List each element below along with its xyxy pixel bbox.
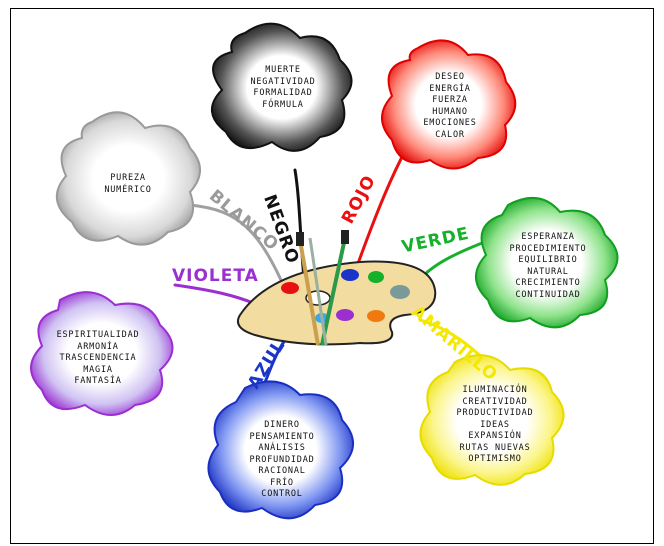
brush-tip-1 [296, 232, 304, 246]
item-azul: DINERO [264, 420, 300, 430]
item-amarillo: CREATIVIDAD [462, 396, 528, 407]
paint-orange [367, 310, 385, 322]
cloud-rojo [381, 39, 517, 170]
connector-violeta [173, 283, 260, 307]
cloud-text-rojo: DESEO ENERGÍA FUERZA HUMANO EMOCIONES CA… [423, 72, 476, 141]
brush-1 [298, 239, 320, 346]
item-azul: FRÍO [270, 477, 294, 488]
item-violeta: TRASCENDENCIA [59, 353, 137, 363]
paint-green [368, 271, 384, 283]
item-azul: ANÁLISIS [258, 443, 306, 453]
cloud-azul [207, 380, 354, 520]
cloud-amarillo [419, 354, 565, 486]
cloud-text-amarillo: ILUMINACIÓN CREATIVIDAD PRODUCTIVIDAD ID… [457, 385, 534, 466]
paint-red [281, 282, 299, 294]
brush-3 [308, 237, 328, 346]
item-verde: EQUILIBRIO [518, 255, 578, 265]
label-violeta: VIOLETA [172, 266, 259, 286]
item-rojo: DESEO [435, 72, 465, 82]
item-blanco: NUMÉRICO [104, 184, 152, 195]
palette [236, 260, 437, 346]
item-amarillo: RUTAS NUEVAS [459, 442, 531, 453]
cloud-text-violeta: ESPIRITUALIDAD ARMONÍA TRASCENDENCIA MAG… [57, 330, 140, 388]
cloud-text-blanco: PUREZA NUMÉRICO [104, 173, 151, 196]
item-verde: PROCEDIMIENTO [509, 243, 587, 254]
cloud-text-azul: DINERO PENSAMIENTO ANÁLISIS PROFUNDIDAD … [249, 420, 314, 501]
item-violeta: ARMONÍA [77, 341, 119, 352]
cloud-violeta [30, 291, 174, 416]
cloud-text-negro: MUERTE NEGATIVIDAD FORMALIDAD FÓRMULA [250, 65, 315, 111]
item-azul: PROFUNDIDAD [249, 454, 315, 465]
brush-tip-2 [341, 230, 349, 244]
cloud-text-verde: ESPERANZA PROCEDIMIENTO EQUILIBRIO NATUR… [510, 232, 587, 301]
cloud-verde [475, 197, 619, 329]
item-azul: PENSAMIENTO [249, 431, 315, 442]
item-rojo: FUERZA [432, 95, 468, 105]
brush-2 [320, 237, 347, 346]
item-negro: NEGATIVIDAD [250, 76, 316, 87]
item-negro: FORMALIDAD [253, 88, 313, 98]
paint-gray [390, 285, 410, 299]
palette-illustration [236, 230, 437, 346]
item-rojo: HUMANO [432, 106, 468, 117]
cloud-negro [211, 22, 353, 152]
item-rojo: EMOCIONES [423, 118, 477, 128]
item-verde: NATURAL [527, 266, 569, 277]
paint-blue-top [341, 269, 359, 281]
item-violeta: FANTASÍA [74, 376, 122, 386]
item-negro: MUERTE [265, 65, 301, 75]
cloud-blanco [56, 111, 201, 246]
item-amarillo: OPTIMISMO [468, 454, 522, 464]
item-blanco: PUREZA [110, 173, 146, 183]
item-amarillo: EXPANSIÓN [468, 431, 522, 441]
item-azul: CONTROL [261, 489, 303, 499]
item-verde: ESPERANZA [521, 232, 575, 242]
item-amarillo: IDEAS [480, 419, 510, 430]
item-amarillo: ILUMINACIÓN [462, 385, 528, 395]
item-verde: CONTINUIDAD [515, 289, 581, 300]
item-azul: RACIONAL [258, 466, 306, 476]
item-violeta: ESPIRITUALIDAD [56, 330, 140, 340]
item-violeta: MAGIA [83, 364, 113, 375]
item-negro: FÓRMULA [262, 99, 304, 110]
item-rojo: ENERGÍA [429, 83, 471, 94]
item-amarillo: PRODUCTIVIDAD [456, 408, 534, 418]
item-rojo: CALOR [435, 129, 465, 140]
item-verde: CRECIMIENTO [515, 278, 581, 288]
connector-blanco [188, 203, 292, 302]
paint-violet [336, 309, 354, 321]
